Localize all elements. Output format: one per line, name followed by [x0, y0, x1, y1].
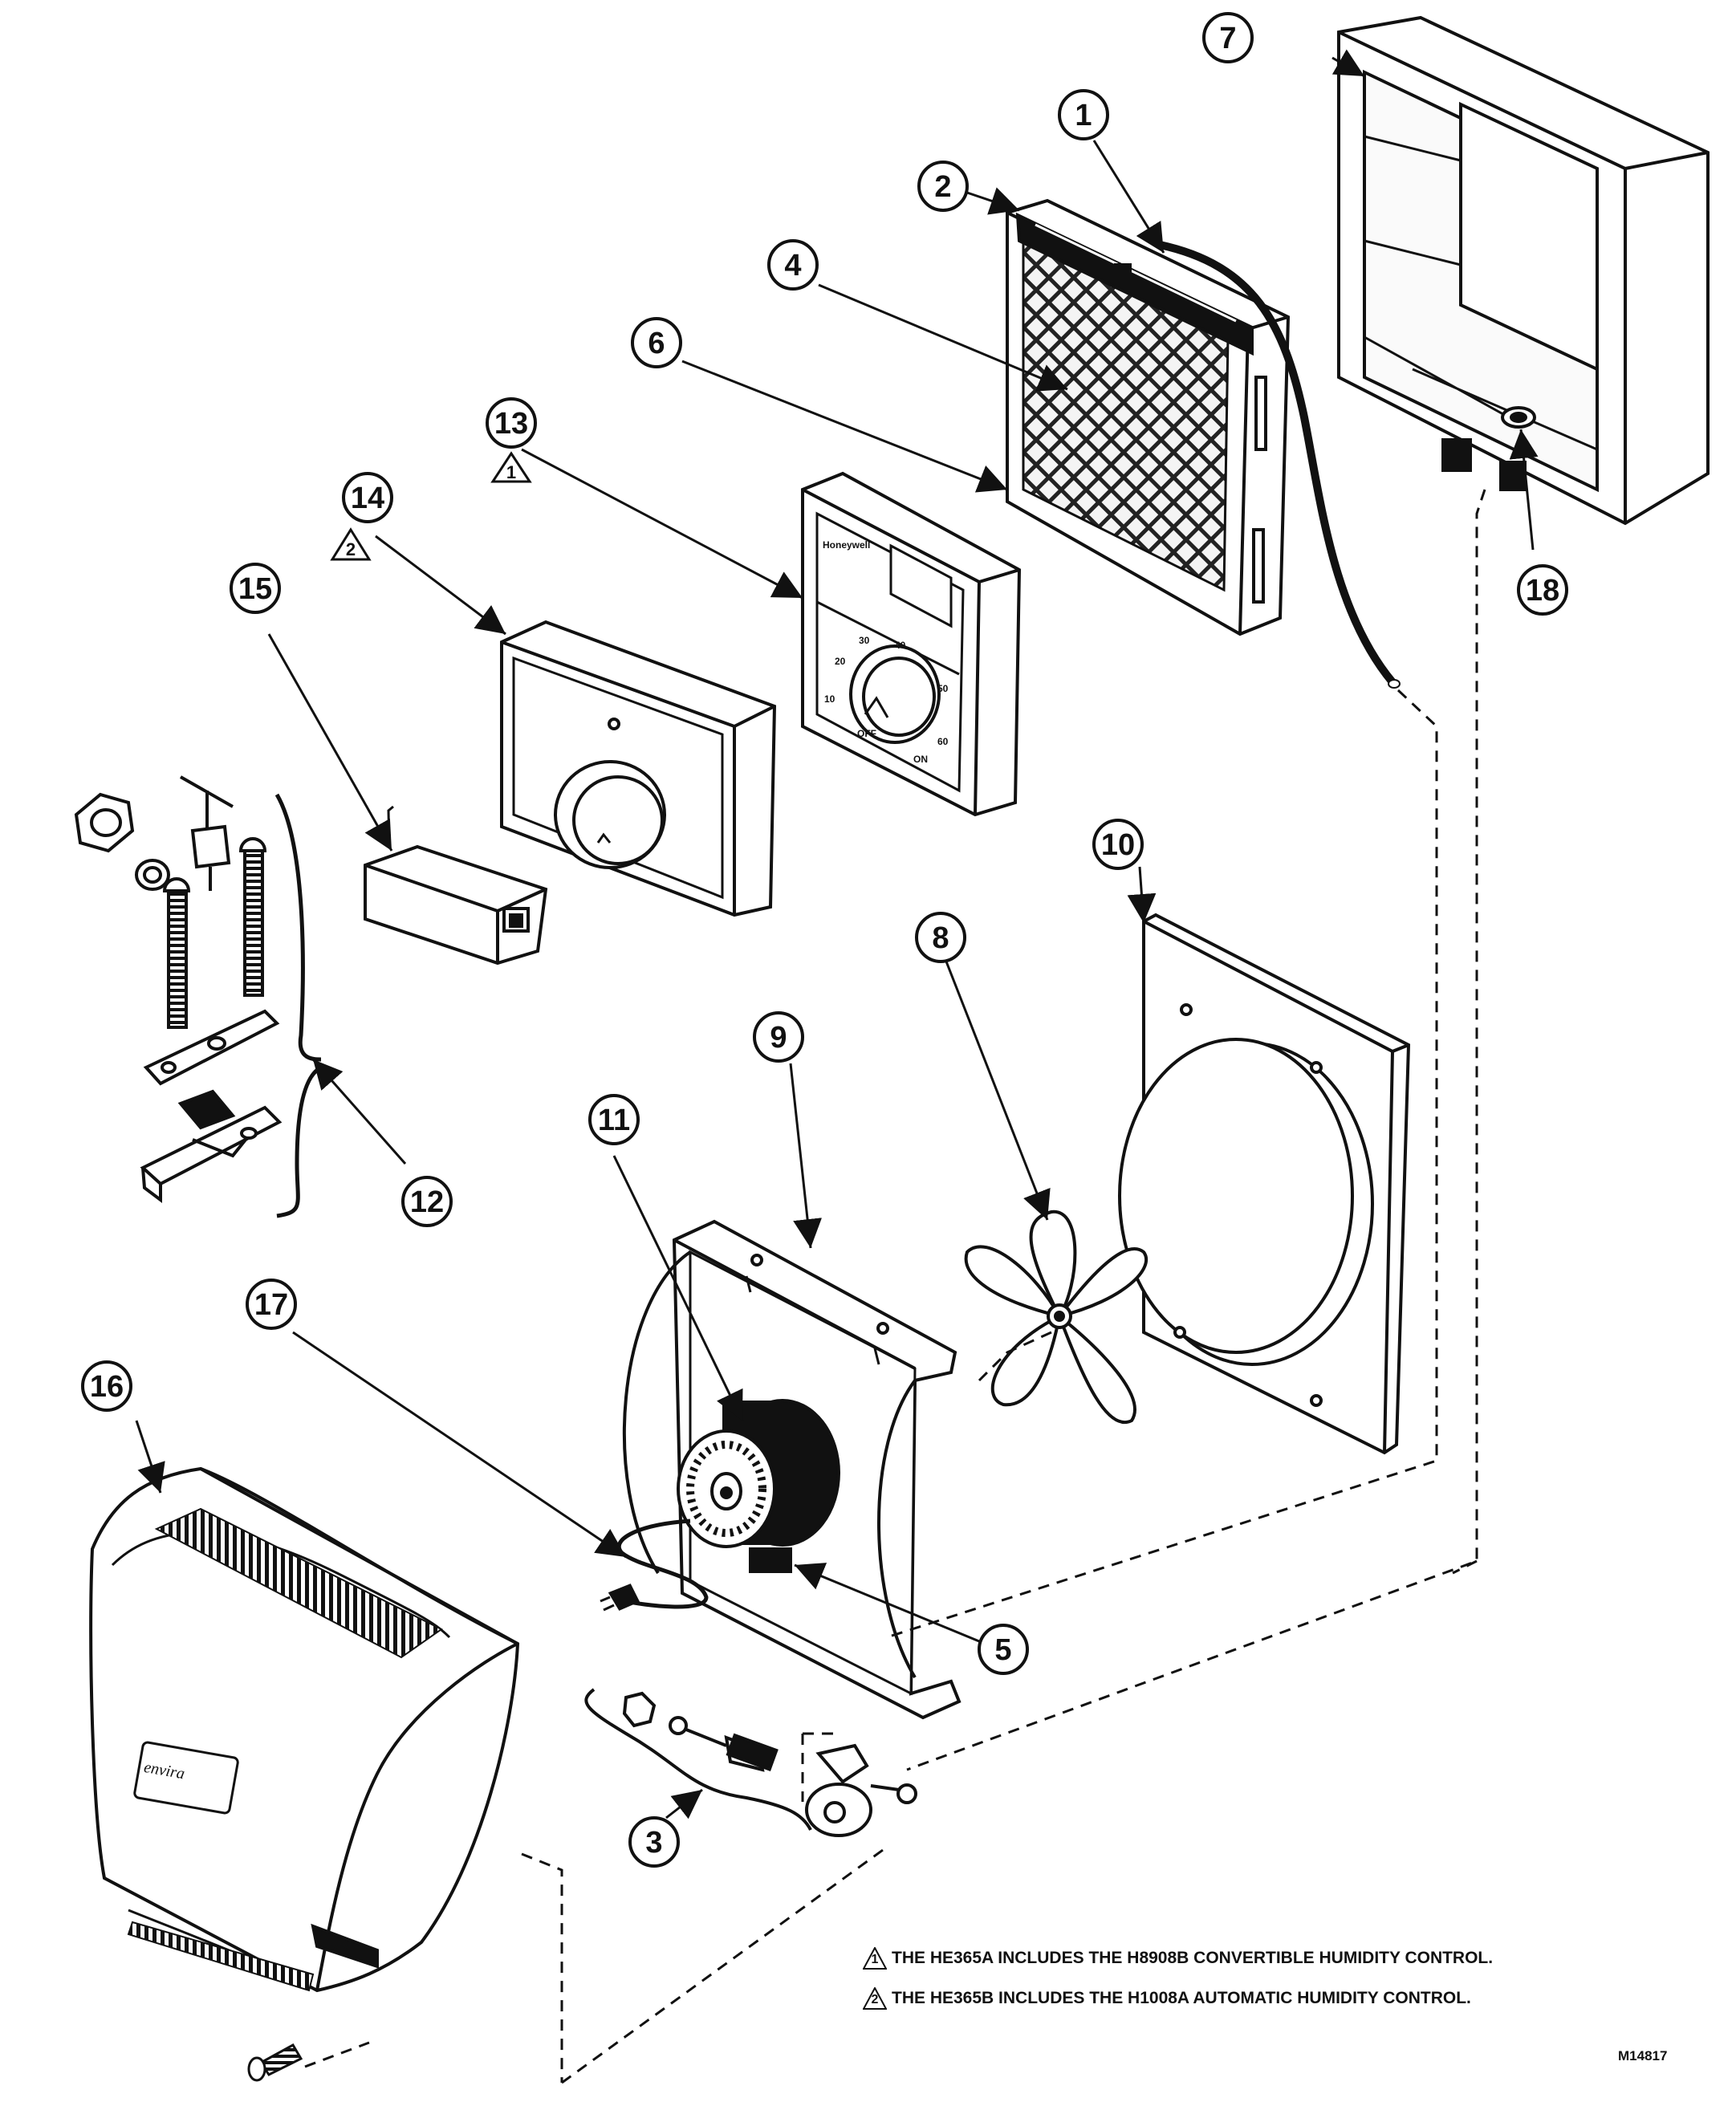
svg-text:18: 18 — [1526, 574, 1559, 608]
cover-screw-part — [247, 2043, 303, 2082]
svg-text:14: 14 — [351, 482, 384, 515]
drawing-number: M14817 — [1618, 2048, 1668, 2063]
fan-mounting-plate-part — [1118, 913, 1411, 1455]
callout-17: 17 — [246, 1279, 297, 1330]
callout-14: 14 — [342, 472, 393, 523]
transformer-part — [364, 805, 548, 966]
solenoid-valve-kit-part — [622, 1691, 917, 1837]
humidity-control-14-part — [500, 620, 777, 917]
control-brand-label: Honeywell — [823, 539, 870, 551]
model-note-2: 2 THE HE365B INCLUDES THE H1008A AUTOMAT… — [863, 1987, 1471, 2010]
humidity-control-13-part — [801, 471, 1022, 817]
dial-mark: 60 — [937, 736, 949, 747]
note-marker-13: 1 — [490, 451, 532, 483]
model-note-1: 1 THE HE365A INCLUDES THE H8908B CONVERT… — [863, 1947, 1493, 1970]
svg-text:6: 6 — [648, 327, 665, 360]
callout-8: 8 — [915, 912, 966, 963]
kit-bracket — [274, 793, 322, 1062]
svg-text:12: 12 — [410, 1185, 444, 1219]
leader-lines — [135, 49, 1539, 1819]
motor-part — [677, 1399, 840, 1573]
svg-text:1: 1 — [506, 462, 516, 482]
callout-2: 2 — [917, 161, 969, 212]
svg-text:3: 3 — [645, 1826, 662, 1860]
front-cover-part — [89, 1466, 520, 1993]
svg-text:13: 13 — [494, 407, 528, 441]
note-text: THE HE365A INCLUDES THE H8908B CONVERTIB… — [892, 1949, 1494, 1967]
svg-text:4: 4 — [784, 249, 801, 283]
dial-mark: 50 — [937, 683, 949, 694]
callout-4: 4 — [767, 239, 819, 291]
dial-mark: 30 — [859, 635, 870, 646]
warning-triangle-icon: 2 — [863, 1987, 887, 2010]
power-plug — [600, 1584, 640, 1612]
svg-text:2: 2 — [346, 539, 356, 559]
svg-text:1: 1 — [1075, 99, 1092, 132]
dial-mark: OFF — [857, 728, 876, 739]
dial-mark: 20 — [835, 656, 846, 667]
svg-text:2: 2 — [934, 170, 951, 204]
saddle-valve-kit-part — [74, 775, 283, 1203]
svg-text:10: 10 — [1101, 828, 1135, 862]
svg-text:16: 16 — [90, 1370, 124, 1404]
callout-markers: 1 2 3 4 5 6 7 8 9 10 11 12 13 14 15 16 1… — [81, 12, 1568, 1868]
valve-bracket-line — [584, 1688, 812, 1831]
assembly-guide-lines — [304, 489, 1486, 2084]
callout-12: 12 — [401, 1176, 453, 1227]
callout-18: 18 — [1517, 564, 1568, 616]
dial-mark: ON — [913, 754, 928, 765]
callout-10: 10 — [1092, 819, 1144, 870]
callout-13: 13 — [486, 397, 537, 449]
warning-triangle-icon: 1 — [863, 1947, 887, 1970]
callout-5: 5 — [978, 1624, 1029, 1675]
svg-text:5: 5 — [994, 1633, 1011, 1667]
svg-text:17: 17 — [254, 1288, 288, 1322]
svg-text:15: 15 — [238, 572, 272, 606]
callout-16: 16 — [81, 1360, 132, 1412]
dial-mark: 40 — [895, 640, 906, 651]
note-text: THE HE365B INCLUDES THE H1008A AUTOMATIC… — [892, 1989, 1471, 2007]
callout-1: 1 — [1058, 89, 1109, 140]
callout-3: 3 — [628, 1816, 680, 1868]
callout-9: 9 — [753, 1011, 804, 1063]
power-cord-part — [616, 1519, 709, 1609]
callout-6: 6 — [631, 317, 682, 368]
callout-7: 7 — [1202, 12, 1254, 63]
housing-base-part — [1337, 15, 1710, 526]
dial-scale: 10 20 30 40 50 60 OFF ON — [824, 635, 949, 765]
svg-text:8: 8 — [932, 921, 949, 955]
callout-11: 11 — [588, 1094, 640, 1145]
callout-15: 15 — [230, 563, 281, 614]
note-marker-14: 2 — [330, 527, 372, 561]
dial-mark: 10 — [824, 693, 835, 705]
kit-bracket — [276, 1065, 323, 1218]
svg-text:11: 11 — [598, 1104, 630, 1137]
water-tube — [1158, 241, 1396, 685]
svg-text:7: 7 — [1219, 22, 1236, 55]
fan-blade-part — [964, 1210, 1149, 1425]
water-panel-frame-part — [1006, 198, 1291, 636]
svg-text:9: 9 — [770, 1021, 787, 1055]
